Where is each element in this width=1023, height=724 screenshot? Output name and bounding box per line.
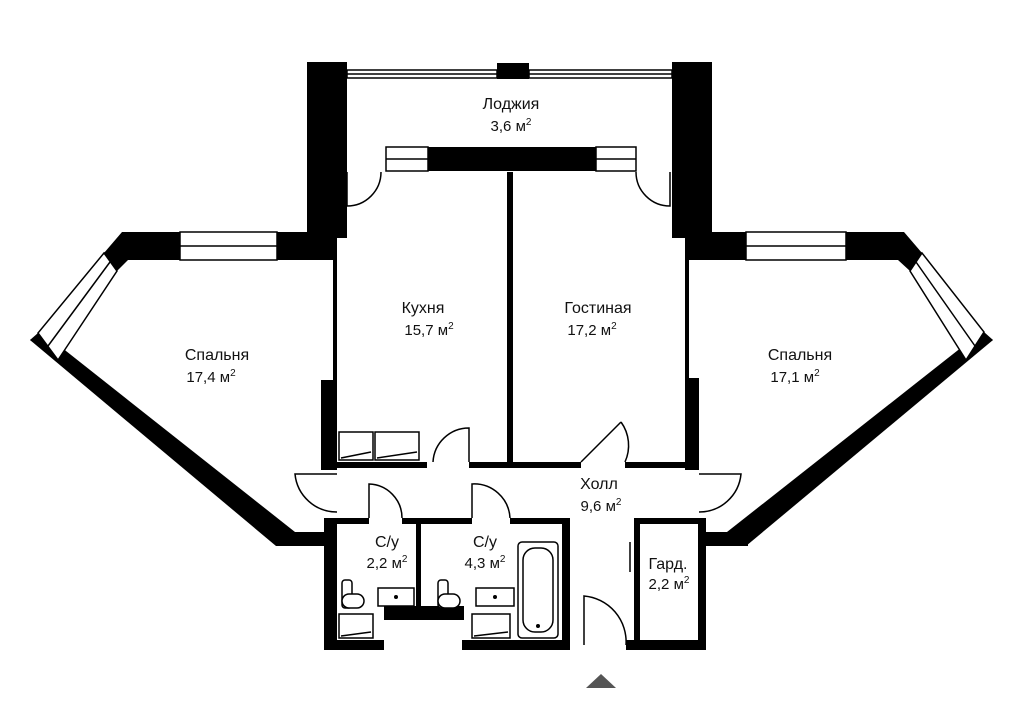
kitchen-cabinet-a [338,431,374,461]
wall-living-right [685,172,689,470]
doors [294,171,742,646]
toilet-icon [341,579,365,609]
door-swing-living-loggia [635,171,671,207]
door-swing-entrance [583,595,627,646]
bath-large-area: 4,3 м2 [465,554,506,572]
bedroom-right-area: 17,1 м2 [770,368,820,386]
wall-bedroom-right-bottom [704,532,748,546]
wall-bath-top-b [402,518,472,524]
door-swing-bedroom-left [294,473,338,513]
door-swing-kitchen [432,427,470,463]
wall-bath-bottom-c [462,640,570,650]
wall-loggia-right [672,62,712,238]
bedroom-left-area: 17,4 м2 [186,368,236,386]
bathtub-icon [517,541,559,639]
bath-small-name: С/у [375,534,399,551]
entrance-arrow-icon [586,674,616,688]
hall-area: 9,6 м2 [581,497,622,515]
wall-bedroom-left-bottom [276,532,336,546]
wall-hall-top-mid [469,462,581,468]
loggia-area: 3,6 м2 [491,117,532,135]
wall-hall-top-right [625,462,699,468]
wall-kitchen-living [507,172,513,464]
wall-wardrobe-right [698,518,706,648]
sink-icon [475,587,515,607]
wall-wardrobe-left [634,518,640,648]
wall-bedroom-right-diagonal [727,332,993,546]
wall-bedroom-right-top [686,232,746,260]
wall-kitchen-left-thick [321,380,337,470]
kitchen-cabinet-b [374,431,420,461]
walls [30,62,993,650]
wall-bath-top-c [510,518,568,524]
room-labels: Лоджия 3,6 м2 Кухня 15,7 м2 Гостиная 17,… [185,96,832,593]
hall-name: Холл [580,476,618,493]
wardrobe-area: 2,2 м2 [649,575,690,593]
wall-bedroom-right-corner [846,232,922,271]
wall-bedroom-left-top [277,232,336,260]
wall-loggia-pillar [497,63,529,79]
door-swing-kitchen-loggia [346,171,382,207]
wall-kitchen-bottom [337,462,427,468]
living-area: 17,2 м2 [567,321,617,339]
door-swing-bath-small [368,483,403,519]
kitchen-area: 15,7 м2 [404,321,454,339]
wall-bath-right [562,518,570,648]
wall-loggia-inner [428,147,596,171]
wall-loggia-left [307,62,347,238]
wall-bath-top-a [333,518,369,524]
wall-living-right-thick [685,378,699,470]
sink-icon [377,587,415,607]
bath-large-name: С/у [473,534,497,551]
wall-bath-bottom-b [384,606,464,620]
fixtures [338,431,559,639]
wall-wardrobe-bottom [626,640,706,650]
door-swing-bedroom-right [698,473,742,513]
bedroom-right-name: Спальня [768,347,832,364]
wall-bedroom-left-diagonal [30,332,295,546]
windows [37,69,985,362]
wall-bath-bottom-a [324,640,384,650]
wall-bedroom-left-corner [104,232,180,271]
wall-bath-outer-left [324,518,337,648]
wall-wardrobe-top [634,518,704,524]
wall-kitchen-left [333,172,337,470]
loggia-name: Лоджия [483,96,540,113]
toilet-icon [437,579,461,609]
living-name: Гостиная [564,300,631,317]
bedroom-left-name: Спальня [185,347,249,364]
wall-bath-divider [416,518,421,618]
bath-small-area: 2,2 м2 [367,554,408,572]
door-swing-bath-large [471,483,511,519]
door-swing-living [580,421,630,463]
kitchen-name: Кухня [402,300,445,317]
wardrobe-name: Гард. [649,556,688,573]
